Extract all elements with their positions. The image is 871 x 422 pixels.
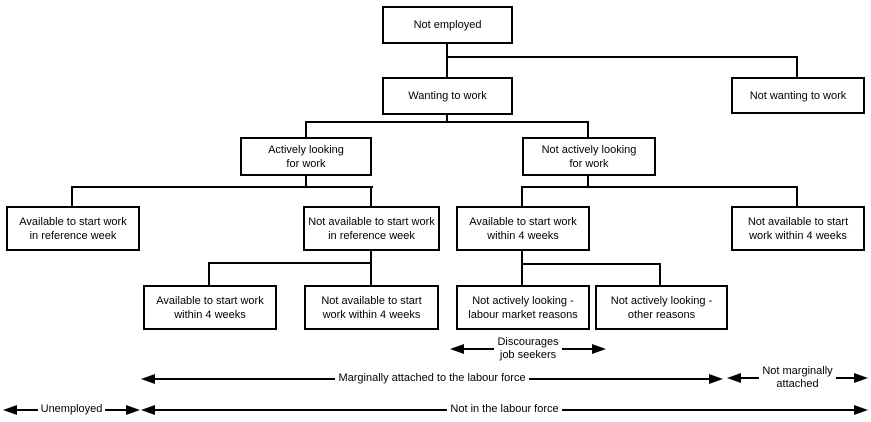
connector-l1-drop-right <box>796 56 798 77</box>
connector-l3b-drop-right <box>796 186 798 206</box>
node-not-actively-labour-market: Not actively looking - labour market rea… <box>456 285 590 330</box>
node-not-actively-looking: Not actively looking for work <box>522 137 656 176</box>
connector-l3b-drop-left <box>521 186 523 206</box>
unemployed-label: Unemployed <box>40 403 103 415</box>
not-marginally-attached-arrow: Not marginally attached <box>727 361 868 394</box>
arrowhead-right-icon <box>709 373 724 384</box>
connector-l2-stem <box>446 115 448 123</box>
arrow-line <box>105 408 127 411</box>
not-in-labour-force-label: Not in the labour force <box>450 403 559 415</box>
connector-l1-stem <box>446 44 448 77</box>
arrowhead-left-icon <box>727 372 741 383</box>
node-available-within-4-weeks-lower: Available to start work within 4 weeks <box>143 285 277 330</box>
connector-l4b-branch <box>521 263 661 265</box>
arrow-line <box>464 348 495 350</box>
arrowhead-right-icon <box>854 404 869 415</box>
arrowhead-right-icon <box>854 372 868 383</box>
node-wanting-to-work: Wanting to work <box>382 77 513 115</box>
connector-l3a-branch <box>71 186 373 188</box>
arrow-line <box>528 377 710 380</box>
connector-l2-branch <box>305 121 589 123</box>
arrow-line <box>155 408 448 411</box>
arrow-line <box>561 348 593 350</box>
unemployed-arrow: Unemployed <box>3 401 141 418</box>
marginally-attached-arrow: Marginally attached to the labour force <box>141 370 724 387</box>
arrowhead-left-icon <box>141 373 155 384</box>
marginally-attached-label: Marginally attached to the labour force <box>338 372 526 384</box>
arrowhead-left-icon <box>450 344 464 354</box>
connector-l2-drop-right <box>587 121 589 137</box>
connector-l3b-stem <box>587 176 589 188</box>
arrowhead-left-icon <box>141 404 155 415</box>
connector-l4a-stem <box>370 251 372 285</box>
node-not-actively-other: Not actively looking - other reasons <box>595 285 728 330</box>
arrowhead-right-icon <box>592 344 607 354</box>
connector-l4a-branch <box>208 262 372 264</box>
connector-l4b-stem <box>521 251 523 285</box>
discouraged-job-seekers-arrow: Discourages job seekers <box>450 333 607 365</box>
node-not-available-within-4-weeks-lower: Not available to start work within 4 wee… <box>304 285 439 330</box>
connector-l4b-drop-right <box>659 263 661 285</box>
arrow-line <box>835 376 854 379</box>
node-available-reference-week: Available to start work in reference wee… <box>6 206 140 251</box>
not-marginally-attached-label: Not marginally attached <box>762 364 833 390</box>
arrowhead-right-icon <box>126 404 141 415</box>
arrow-line <box>561 408 855 411</box>
arrowhead-left-icon <box>3 404 17 415</box>
connector-l2-drop-left <box>305 121 307 137</box>
connector-l1-branch <box>446 56 798 58</box>
connector-l4a-drop-left <box>208 262 210 285</box>
connector-l3a-drop-left <box>71 186 73 206</box>
node-not-available-within-4-weeks-upper: Not available to start work within 4 wee… <box>731 206 865 251</box>
node-actively-looking: Actively looking for work <box>240 137 372 176</box>
connector-l3b-branch <box>521 186 798 188</box>
node-available-within-4-weeks-upper: Available to start work within 4 weeks <box>456 206 590 251</box>
arrow-line <box>155 377 336 380</box>
connector-l3a-stem <box>305 176 307 188</box>
connector-l3a-drop-right <box>370 186 372 206</box>
node-not-available-reference-week: Not available to start work in reference… <box>303 206 440 251</box>
arrow-line <box>741 376 760 379</box>
node-not-wanting-to-work: Not wanting to work <box>731 77 865 114</box>
node-not-employed: Not employed <box>382 6 513 44</box>
not-in-labour-force-arrow: Not in the labour force <box>141 401 869 418</box>
arrow-line <box>17 408 38 411</box>
discouraged-job-seekers-label: Discourages job seekers <box>497 336 559 361</box>
